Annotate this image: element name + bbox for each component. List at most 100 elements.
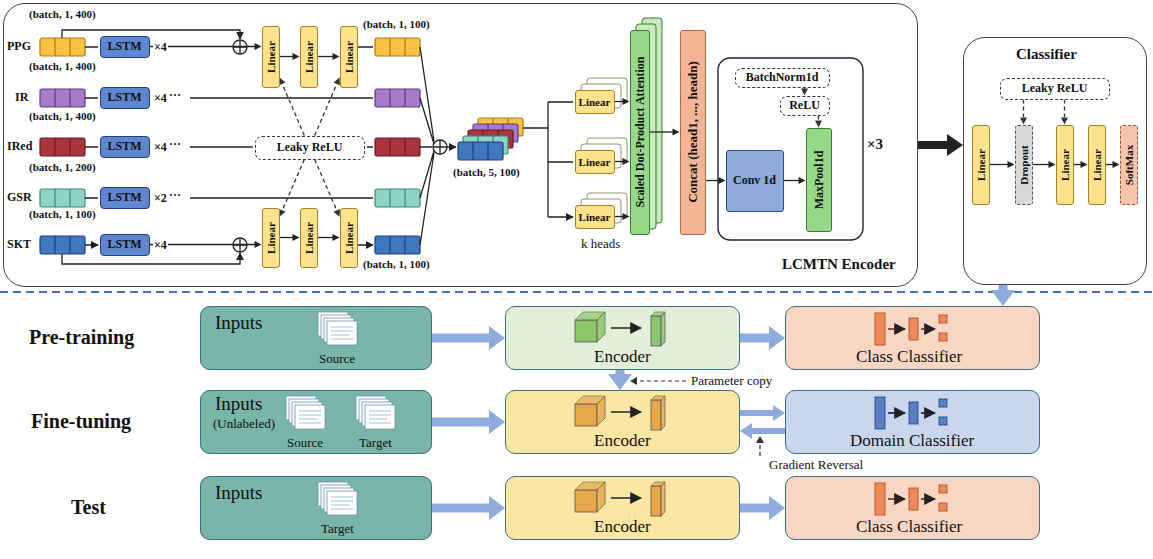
arrow-head (255, 241, 262, 248)
connector (1033, 161, 1056, 168)
linear-layer: Linear (340, 208, 358, 268)
connector (280, 234, 300, 241)
node-text: Linear (1059, 149, 1071, 181)
stage-box: Encoder (505, 306, 740, 370)
node-text: Linear (579, 96, 611, 108)
connector (1020, 100, 1027, 125)
annotation: SKT (6, 237, 32, 252)
annotation: (batch, 1, 400) (28, 110, 97, 122)
linear-layer: Linear (262, 208, 280, 268)
arrow-head (769, 496, 785, 520)
node-text: Concat (head1, ..., headn) (685, 61, 701, 203)
connector-line (432, 504, 490, 513)
connector-line (280, 237, 294, 238)
softmax-block: SoftMax (1120, 125, 1138, 205)
node-text: Leaky ReLU (1022, 81, 1088, 96)
stage-name: Test (70, 496, 107, 519)
arrow-head (623, 213, 630, 220)
annotation: PPG (6, 39, 32, 54)
arrow-head (1020, 118, 1027, 125)
stage-box: Domain Classifier (785, 390, 1040, 454)
linear-layer: Linear (262, 26, 280, 88)
connector (991, 285, 1015, 306)
node-text: Linear (303, 41, 315, 73)
stage-box: Class Classifier (785, 476, 1040, 540)
dropout-block: Dropout (1015, 125, 1033, 205)
linear-layer: Linear (300, 208, 318, 268)
annotation: IRed (6, 139, 33, 154)
module-panel: LCMTN EncoderLSTMLSTMLSTMLSTMLSTMLinearL… (3, 3, 918, 287)
module-panel: ClassifierLinearDropoutLinearLinearSoftM… (963, 37, 1147, 285)
arrow-head (623, 158, 630, 165)
arrow-head (489, 326, 505, 350)
connector-line (918, 141, 948, 149)
connector-line (740, 504, 770, 513)
connector (315, 160, 340, 217)
connector (1074, 161, 1088, 168)
node-text: Linear (579, 211, 611, 223)
arrow-head (293, 234, 300, 241)
node-text: Target (359, 435, 392, 451)
connector-line (784, 180, 800, 181)
node-text: LSTM (107, 90, 141, 105)
annotation: ··· (168, 188, 182, 203)
annotation: ×3 (866, 136, 884, 153)
connector (432, 326, 505, 350)
node-text: Class Classifier (856, 517, 962, 537)
stage-box: Encoder (505, 390, 740, 454)
concat-block: Concat (head1, ..., headn) (680, 30, 706, 235)
connector (706, 177, 726, 184)
node-text: Source (287, 435, 323, 451)
node-text: Scaled Dot-Product Attention (632, 56, 647, 207)
lstm-block: LSTM (100, 136, 150, 158)
arrow-head (1113, 161, 1120, 168)
annotation: Gradient Reversal (768, 457, 864, 473)
arrow-head (333, 53, 340, 60)
node-text: Inputs (215, 312, 263, 334)
connector (315, 78, 340, 136)
node-text: Linear (1091, 149, 1103, 181)
connector (784, 177, 806, 184)
node-text: Inputs (215, 393, 263, 415)
node-text: LSTM (107, 139, 141, 154)
connector-line (706, 180, 720, 181)
activation-box: Leaky ReLU (1000, 78, 1110, 100)
linear-layer: Linear (1056, 125, 1074, 205)
node-text: Linear (579, 156, 611, 168)
activation-box: BatchNorm1d (735, 68, 830, 88)
connector (650, 129, 680, 136)
linear-layer: Linear (972, 125, 990, 205)
stage-box: Inputs(Unlabeled)SourceTarget (200, 390, 432, 454)
annotation: GSR (6, 190, 33, 205)
arrow-head (334, 209, 340, 217)
arrow-head (489, 496, 505, 520)
node-text: Class Classifier (856, 347, 962, 367)
connector (280, 53, 300, 60)
node-text: Domain Classifier (850, 431, 974, 451)
connector (815, 116, 822, 128)
arrow-head (947, 134, 963, 156)
arrow-head (489, 410, 505, 434)
annotation: ×2 (153, 191, 168, 206)
annotation: ··· (168, 137, 182, 152)
annotation: Parameter copy (690, 373, 773, 389)
connector-line (282, 83, 304, 135)
connector-line (650, 131, 674, 132)
node-text: Conv 1d (733, 173, 776, 188)
annotation: (batch, 1, 100) (362, 18, 431, 30)
node-text: Linear (265, 41, 277, 73)
node-text: SoftMax (1123, 144, 1135, 184)
connector-line (740, 334, 770, 343)
arrow-head (1049, 161, 1056, 168)
annotation: (batch, 1, 100) (362, 258, 431, 270)
node-text: Encoder (594, 431, 651, 451)
connector (432, 410, 505, 434)
linear-layer: Linear (575, 150, 615, 174)
node-text: Encoder (594, 517, 651, 537)
connector-line (1106, 164, 1114, 165)
annotation: (batch, 5, 100) (452, 166, 521, 178)
annotation: ··· (168, 88, 182, 103)
node-text: BatchNorm1d (746, 70, 819, 85)
linear-layer: Linear (340, 26, 358, 88)
arrow-head (801, 89, 808, 96)
